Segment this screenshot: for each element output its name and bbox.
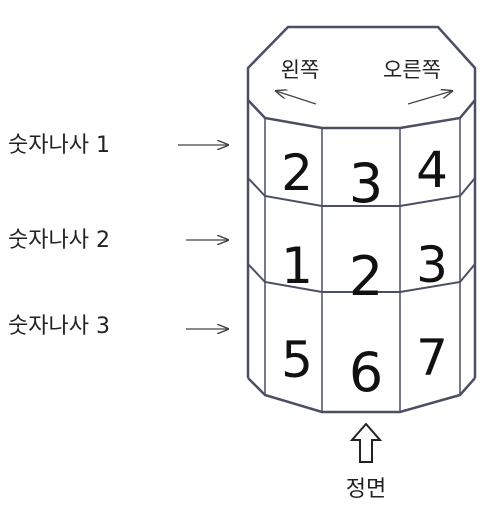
left-direction-arrow: [276, 91, 317, 105]
ring-separator-1: [247, 177, 476, 207]
front-arrow-icon: [349, 422, 383, 463]
right-direction-label: 오른쪽: [383, 58, 441, 82]
row-3-digit-center: 6: [349, 341, 383, 404]
row-1-digit-right: 4: [416, 141, 448, 199]
row-label-3: 숫자나사 3: [8, 314, 110, 339]
row-label-2: 숫자나사 2: [8, 228, 110, 253]
row-3-digit-left: 5: [281, 331, 313, 389]
right-direction-arrow: [407, 91, 452, 105]
cylinder-bottom-edge: [247, 377, 476, 414]
row-2-digit-left: 1: [281, 237, 313, 295]
row-2-digit-right: 3: [416, 236, 448, 294]
row-1-digit-center: 3: [349, 152, 383, 215]
left-direction-label: 왼쪽: [281, 58, 320, 82]
row-label-1: 숫자나사 1: [8, 133, 110, 158]
front-label: 정면: [346, 477, 386, 502]
row-3-digit-right: 7: [416, 329, 448, 387]
row-1-digit-left: 2: [281, 144, 313, 202]
ring-separator-2: [247, 263, 476, 293]
row-2-digit-center: 2: [349, 245, 383, 308]
